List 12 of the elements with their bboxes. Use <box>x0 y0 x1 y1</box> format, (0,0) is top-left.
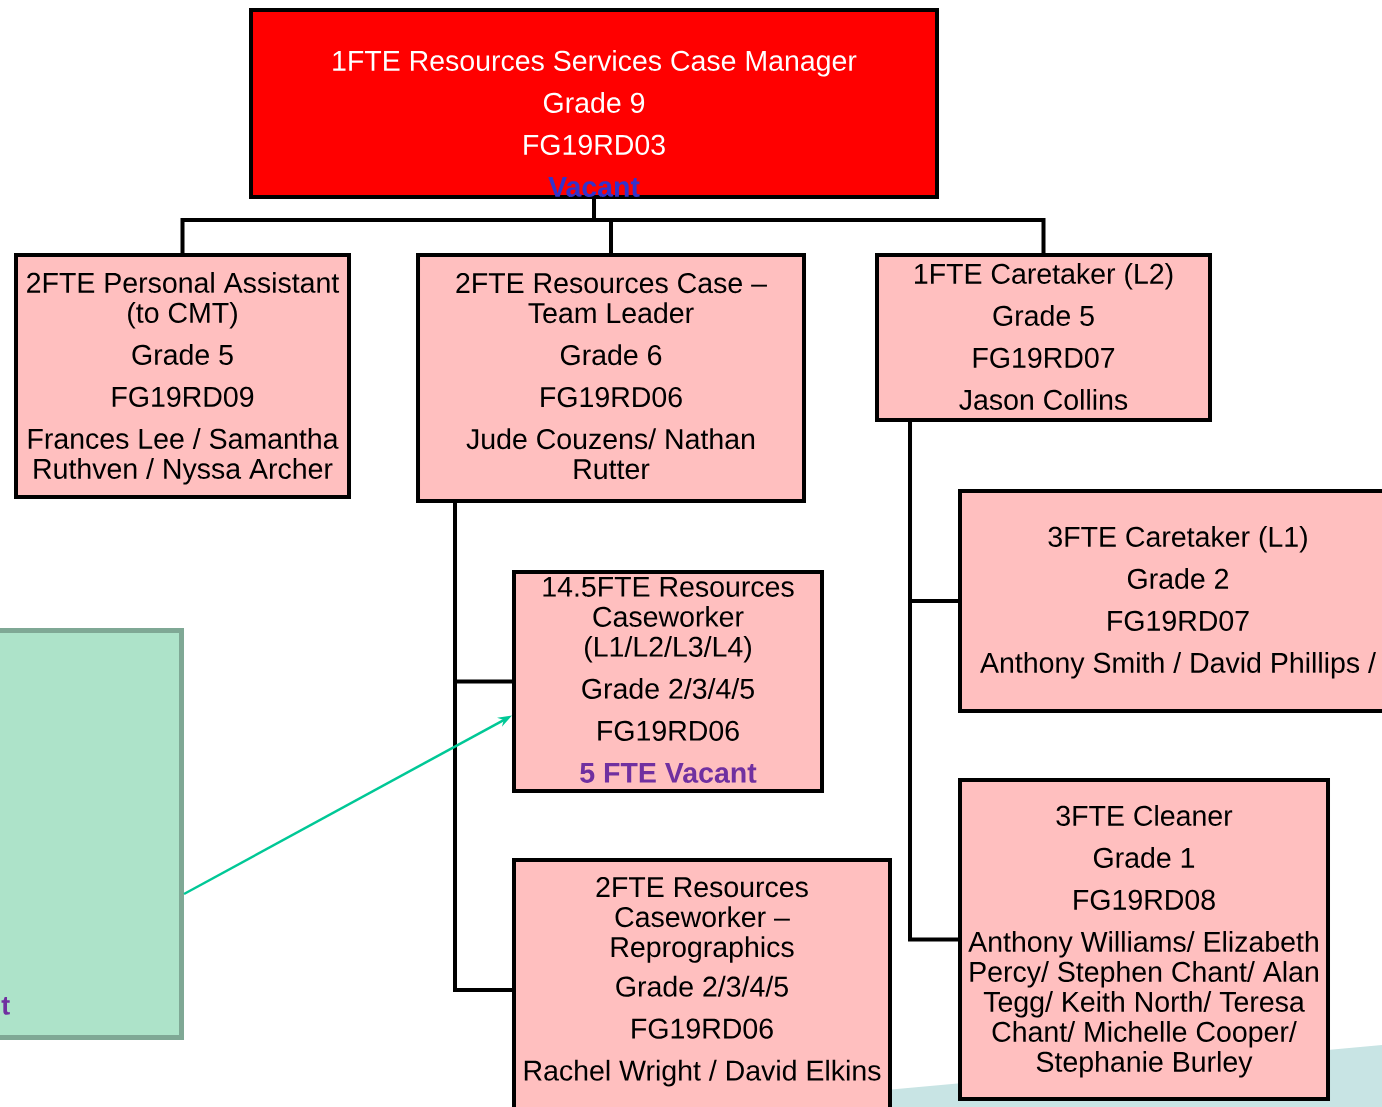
role-box: 2FTE Resources Caseworker – Reprographics Grade 2/3/4/5 FG19RD06 Rachel Wright / David Elkins <box>512 858 892 1107</box>
role-box: 1FTE Caretaker (L2) Grade 5 FG19RD07 Jason Collins <box>875 253 1212 422</box>
connector-line <box>908 422 958 942</box>
role-box: 14.5FTE Resources Caseworker (L1/L2/L3/L4) Grade 2/3/4/5 FG19RD06 5 FTE Vacant <box>512 570 824 793</box>
role-box: 3FTE Cleaner Grade 1 FG19RD08 Anthony Williams/ Elizabeth Percy/ Stephen Chant/ Alan Tegg/ Keith North/ Teresa Chant/ Michelle Cooper/ Stephanie Burley <box>958 778 1330 1101</box>
role-box: 2FTE Personal Assistant (to CMT) Grade 5 FG19RD09 Frances Lee / Samantha Ruthven / Nyssa Archer <box>14 253 351 499</box>
role-box: 3FTE Caretaker (L1) Grade 2 FG19RD07 Anthony Smith / David Phillips / <box>958 489 1382 713</box>
role-box: 2FTE Resources Case – Team Leader Grade 6 FG19RD06 Jude Couzens/ Nathan Rutter <box>416 253 806 503</box>
note-box: t <box>0 628 184 1040</box>
connector-line <box>592 199 1046 253</box>
connector-line <box>453 503 512 992</box>
manager-box: 1FTE Resources Services Case Manager Grade 9 FG19RD03 Vacant <box>249 8 939 199</box>
